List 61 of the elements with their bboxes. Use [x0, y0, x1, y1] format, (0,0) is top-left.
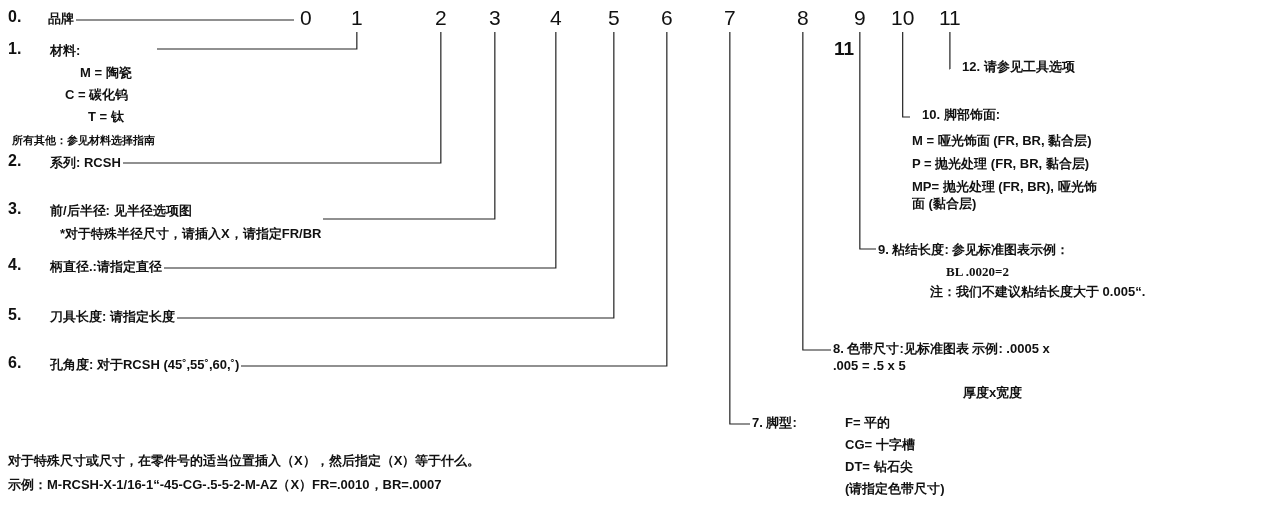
position-number: 8 — [797, 6, 809, 30]
field-label: 7. 脚型: — [752, 414, 797, 431]
callout-number: 4. — [8, 256, 22, 273]
note-text: 所有其他：参见材料选择指南 — [12, 133, 155, 148]
field-label: 柄直径.:请指定直径 — [50, 258, 162, 275]
position-number: 2 — [435, 6, 447, 30]
position-number: 5 — [608, 6, 620, 30]
leader-line — [240, 31, 668, 367]
leader-line — [156, 31, 358, 50]
field-label: 前/后半径: 见半径选项图 — [50, 202, 192, 219]
option-text: CG= 十字槽 — [845, 436, 915, 453]
leader-line — [859, 31, 877, 250]
leader-line — [75, 19, 295, 21]
position-number: 11 — [939, 6, 961, 30]
leader-line — [902, 31, 911, 118]
note-text: (请指定色带尺寸) — [845, 480, 945, 497]
callout-number: 2. — [8, 152, 22, 169]
option-text: F= 平的 — [845, 414, 891, 431]
example-text: BL .0020=2 — [946, 263, 1010, 280]
position-number: 7 — [724, 6, 736, 30]
leader-line — [163, 31, 557, 269]
position-number: 0 — [300, 6, 312, 30]
option-text: DT= 钻石尖 — [845, 458, 913, 475]
position-number: 4 — [550, 6, 562, 30]
callout-number: 0. — [8, 8, 22, 25]
callout-number: 5. — [8, 306, 22, 323]
leader-line — [176, 31, 615, 319]
example-text: 示例：M-RCSH-X-1/16-1“-45-CG-.5-5-2-M-AZ（X）FR=.0010，BR=.0007 — [8, 476, 442, 494]
field-label: 刀具长度: 请指定长度 — [50, 308, 175, 325]
field-label: 材料: — [50, 42, 81, 59]
position-number: 11 — [834, 38, 855, 60]
option-text: M = 陶瓷 — [80, 64, 132, 81]
field-label: 9. 粘结长度: 参见标准图表示例： — [878, 241, 1070, 258]
footnote-text: 对于特殊尺寸或尺寸，在零件号的适当位置插入（X），然后指定（X）等于什么。 — [8, 452, 481, 470]
leader-line — [729, 31, 751, 425]
leader-line — [122, 31, 442, 164]
field-label: 10. 脚部饰面: — [922, 106, 1000, 123]
option-text: P = 抛光处理 (FR, BR, 黏合层) — [912, 155, 1090, 172]
field-label: 孔角度: 对于RCSH (45˚,55˚,60,˚) — [50, 356, 240, 373]
field-label: 厚度x宽度 — [963, 384, 1023, 401]
leader-line — [322, 31, 496, 220]
option-text: C = 碳化钨 — [65, 86, 129, 103]
callout-number: 3. — [8, 200, 22, 217]
note-text: 注：我们不建议粘结长度大于 0.005“. — [930, 283, 1147, 300]
position-number: 3 — [489, 6, 501, 30]
option-text: M = 哑光饰面 (FR, BR, 黏合层) — [912, 132, 1092, 149]
option-text: MP= 抛光处理 (FR, BR), 哑光饰面 (黏合层) — [912, 178, 1098, 212]
note-text: *对于特殊半径尺寸，请插入X，请指定FR/BR — [60, 225, 322, 242]
field-label: 系列: RCSH — [50, 154, 121, 171]
position-number: 1 — [351, 6, 363, 30]
callout-number: 1. — [8, 40, 22, 57]
position-number: 10 — [891, 6, 915, 30]
field-label: 8. 色带尺寸:见标准图表 示例: .0005 x .005 = .5 x 5 — [833, 340, 1051, 374]
leader-line — [949, 31, 951, 70]
position-number: 9 — [854, 6, 866, 30]
field-label: 12. 请参见工具选项 — [962, 58, 1075, 75]
position-number: 6 — [661, 6, 673, 30]
option-text: T = 钛 — [88, 108, 124, 125]
field-label: 品牌 — [48, 10, 74, 27]
callout-number: 6. — [8, 354, 22, 371]
leader-line — [802, 31, 832, 351]
